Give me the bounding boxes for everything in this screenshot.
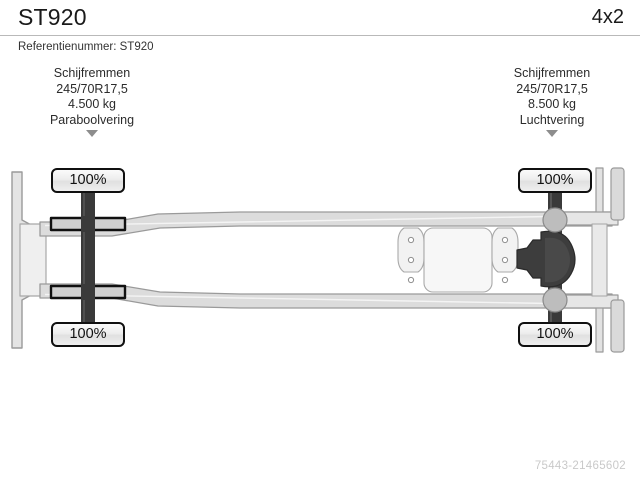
crossmember-right-panel [491, 227, 519, 273]
mudguard-bracket-bottom [610, 299, 625, 353]
mudguard-bracket-top [610, 167, 625, 221]
rear-axle-info: Schijfremmen 245/70R17,5 8.500 kg Luchtv… [462, 66, 640, 137]
watermark-id: 75443-21465602 [534, 460, 626, 472]
air-suspension-bellow-lower [542, 287, 568, 313]
front-axle-shaft [81, 180, 95, 343]
rear-axle-tyre-size: 245/70R17,5 [516, 81, 588, 96]
rear-axle-suspension: Luchtvering [519, 112, 585, 127]
chevron-down-icon [86, 130, 98, 137]
air-suspension-bellow-upper [542, 207, 568, 233]
axle-configuration-label: 4x2 [591, 6, 624, 28]
page-title: ST920 [18, 4, 87, 30]
truck-chassis-diagram: 100% 100% 100% 100% [0, 150, 640, 370]
rear-left-tyre-badge[interactable]: 100% [518, 168, 592, 193]
crossmember-left-panel [397, 227, 425, 273]
rear-end-group [559, 167, 625, 353]
front-axle-tyre-size: 245/70R17,5 [56, 81, 128, 96]
front-axle-suspension: Paraboolvering [49, 112, 135, 127]
chevron-down-icon [546, 130, 558, 137]
header-divider [0, 35, 640, 36]
front-axle-info: Schijfremmen 245/70R17,5 4.500 kg Parabo… [2, 66, 182, 137]
front-axle-assembly [49, 180, 127, 343]
front-axle-weight: 4.500 kg [68, 97, 116, 111]
reference-number: Referentienummer: ST920 [18, 41, 154, 53]
front-left-tyre-badge[interactable]: 100% [51, 168, 125, 193]
front-axle-brakes: Schijfremmen [53, 66, 131, 80]
center-crossmember-group [397, 227, 519, 293]
rear-axle-assembly [516, 180, 576, 343]
rear-axle-brakes: Schijfremmen [513, 66, 591, 80]
crossmember-center-panel [423, 227, 493, 293]
chassis-schematic-svg [11, 167, 625, 353]
page-header: ST920 4x2 [0, 0, 640, 36]
front-right-tyre-badge[interactable]: 100% [51, 322, 125, 347]
front-bumper-group [11, 171, 47, 349]
rear-right-tyre-badge[interactable]: 100% [518, 322, 592, 347]
rear-axle-weight: 8.500 kg [528, 97, 576, 111]
